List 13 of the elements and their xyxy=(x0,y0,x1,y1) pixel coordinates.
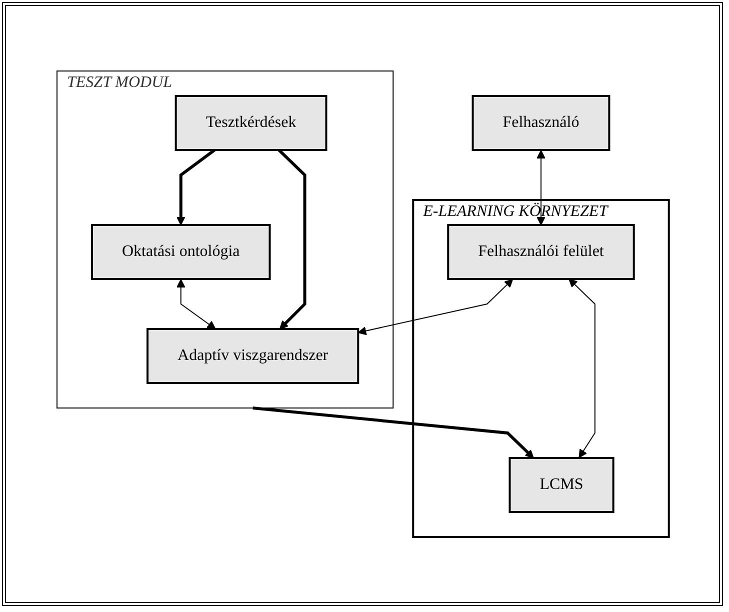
arrow xyxy=(568,278,595,458)
node-box: Tesztkérdések xyxy=(174,95,327,151)
arrow xyxy=(252,406,534,458)
arrow xyxy=(176,148,216,226)
arrow xyxy=(536,150,545,226)
arrow xyxy=(176,279,216,330)
node-box: Oktatási ontológia xyxy=(90,224,270,280)
node-box: Adaptív viszgarendszer xyxy=(146,328,359,384)
arrow xyxy=(277,148,306,330)
arrow xyxy=(357,278,513,336)
node-box: Felhasználó xyxy=(471,95,610,151)
node-box: Felhasználói felület xyxy=(446,224,634,280)
node-box: LCMS xyxy=(508,457,614,513)
